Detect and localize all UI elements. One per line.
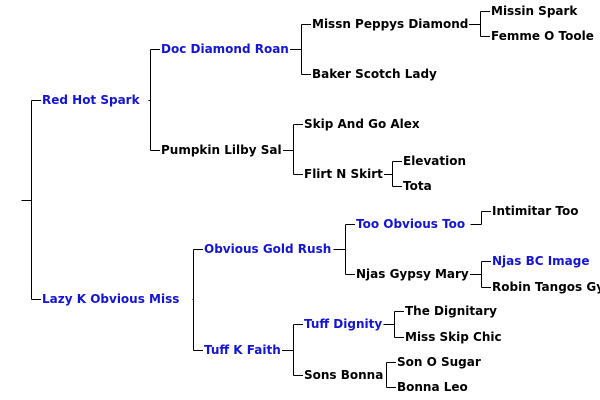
sire-dam-dam-sire-name: Elevation — [402, 154, 468, 168]
sire-name[interactable]: Red Hot Spark — [41, 93, 141, 107]
dam-sire-sire-sire-name: Intimitar Too — [491, 204, 580, 218]
dam-sire-name[interactable]: Obvious Gold Rush — [203, 242, 333, 256]
dam-dam-name[interactable]: Tuff K Faith — [203, 343, 282, 357]
sire-dam-name: Pumpkin Lilby Sal — [160, 143, 283, 157]
dam-sire-dam-sire-name[interactable]: Njas BC Image — [491, 254, 591, 268]
dam-dam-sire-dam-name: Miss Skip Chic — [404, 330, 503, 344]
sire-sire-sire-sire-name: Missin Spark — [490, 4, 579, 18]
dam-dam-sire-sire-name: The Dignitary — [404, 304, 498, 318]
dam-sire-dam-dam-name: Robin Tangos Gypsy — [491, 280, 600, 294]
dam-dam-dam-name: Sons Bonna — [303, 368, 385, 382]
dam-name[interactable]: Lazy K Obvious Miss — [41, 292, 181, 306]
sire-sire-dam-name: Baker Scotch Lady — [311, 67, 438, 81]
dam-sire-dam-name: Njas Gypsy Mary — [355, 267, 470, 281]
sire-dam-dam-dam-name: Tota — [402, 179, 433, 193]
sire-sire-name[interactable]: Doc Diamond Roan — [160, 42, 290, 56]
dam-sire-sire-name[interactable]: Too Obvious Too — [355, 217, 467, 231]
sire-dam-sire-name: Skip And Go Alex — [303, 117, 421, 131]
dam-dam-dam-sire-name: Son O Sugar — [396, 355, 482, 369]
dam-dam-dam-dam-name: Bonna Leo — [396, 380, 469, 394]
sire-dam-dam-name: Flirt N Skirt — [303, 167, 384, 181]
sire-sire-sire-name: Missn Peppys Diamond — [311, 17, 470, 31]
sire-sire-sire-dam-name: Femme O Toole — [490, 29, 595, 43]
dam-dam-sire-name[interactable]: Tuff Dignity — [303, 317, 384, 331]
